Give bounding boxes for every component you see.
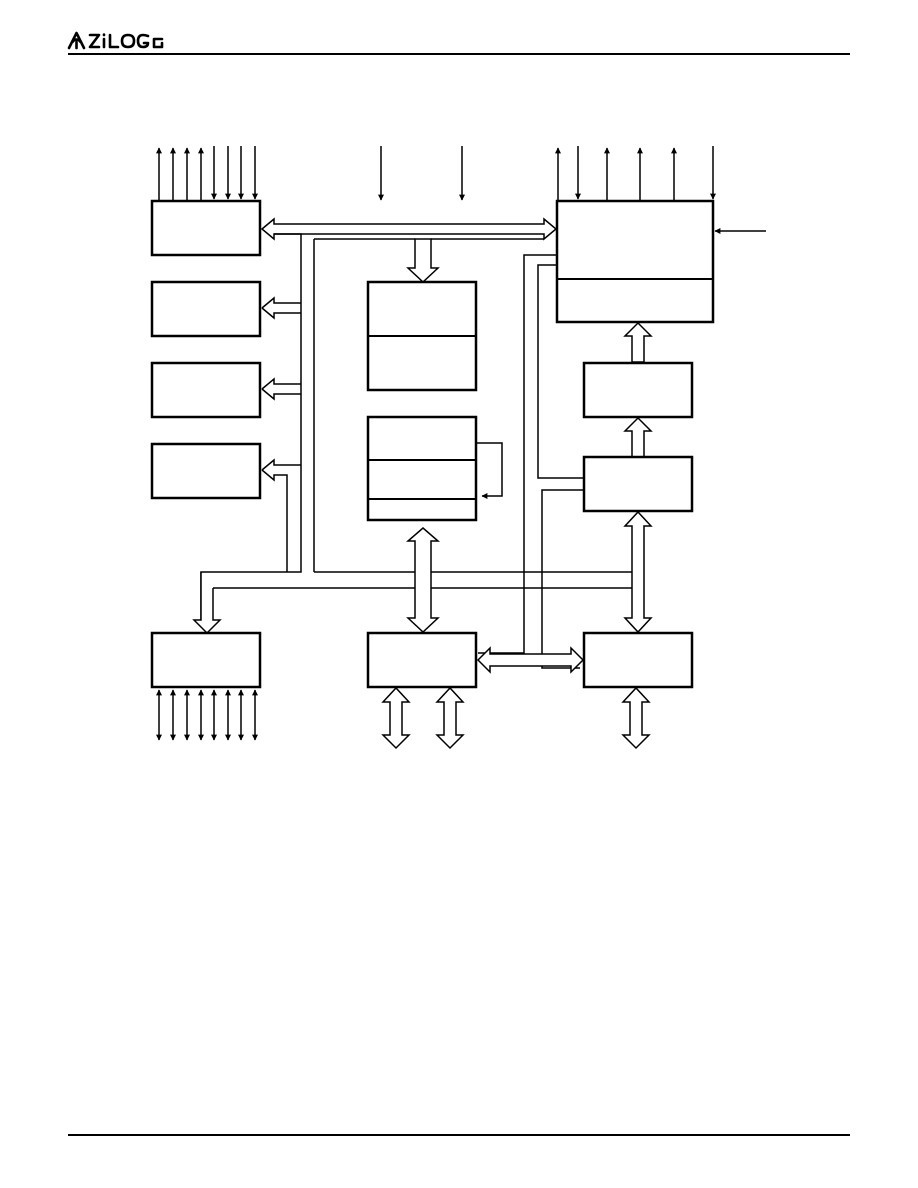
footer-rule — [68, 1134, 850, 1136]
header-rule — [68, 53, 850, 55]
block-top-left — [150, 199, 262, 257]
block-right-3 — [582, 455, 694, 513]
block-center-registers — [366, 415, 478, 522]
top-left-pin-arrows — [156, 146, 258, 200]
zilog-logo-icon — [67, 31, 164, 50]
block-bottom-right — [582, 631, 694, 689]
block-top-right — [555, 199, 715, 324]
blocks — [150, 199, 715, 689]
block-bottom-center — [366, 631, 478, 689]
bottom-left-pin-arrows — [156, 689, 258, 741]
control-lines — [477, 254, 584, 669]
bottom-bus-arrows — [381, 686, 651, 750]
top-right-pin-arrows — [555, 146, 766, 234]
block-left-3 — [150, 361, 262, 419]
block-bottom-left — [150, 631, 262, 689]
block-left-2 — [150, 280, 262, 338]
top-center-input-arrows — [378, 146, 465, 201]
block-right-2 — [582, 361, 694, 419]
internal-bus — [192, 217, 653, 674]
block-left-4 — [150, 442, 262, 500]
